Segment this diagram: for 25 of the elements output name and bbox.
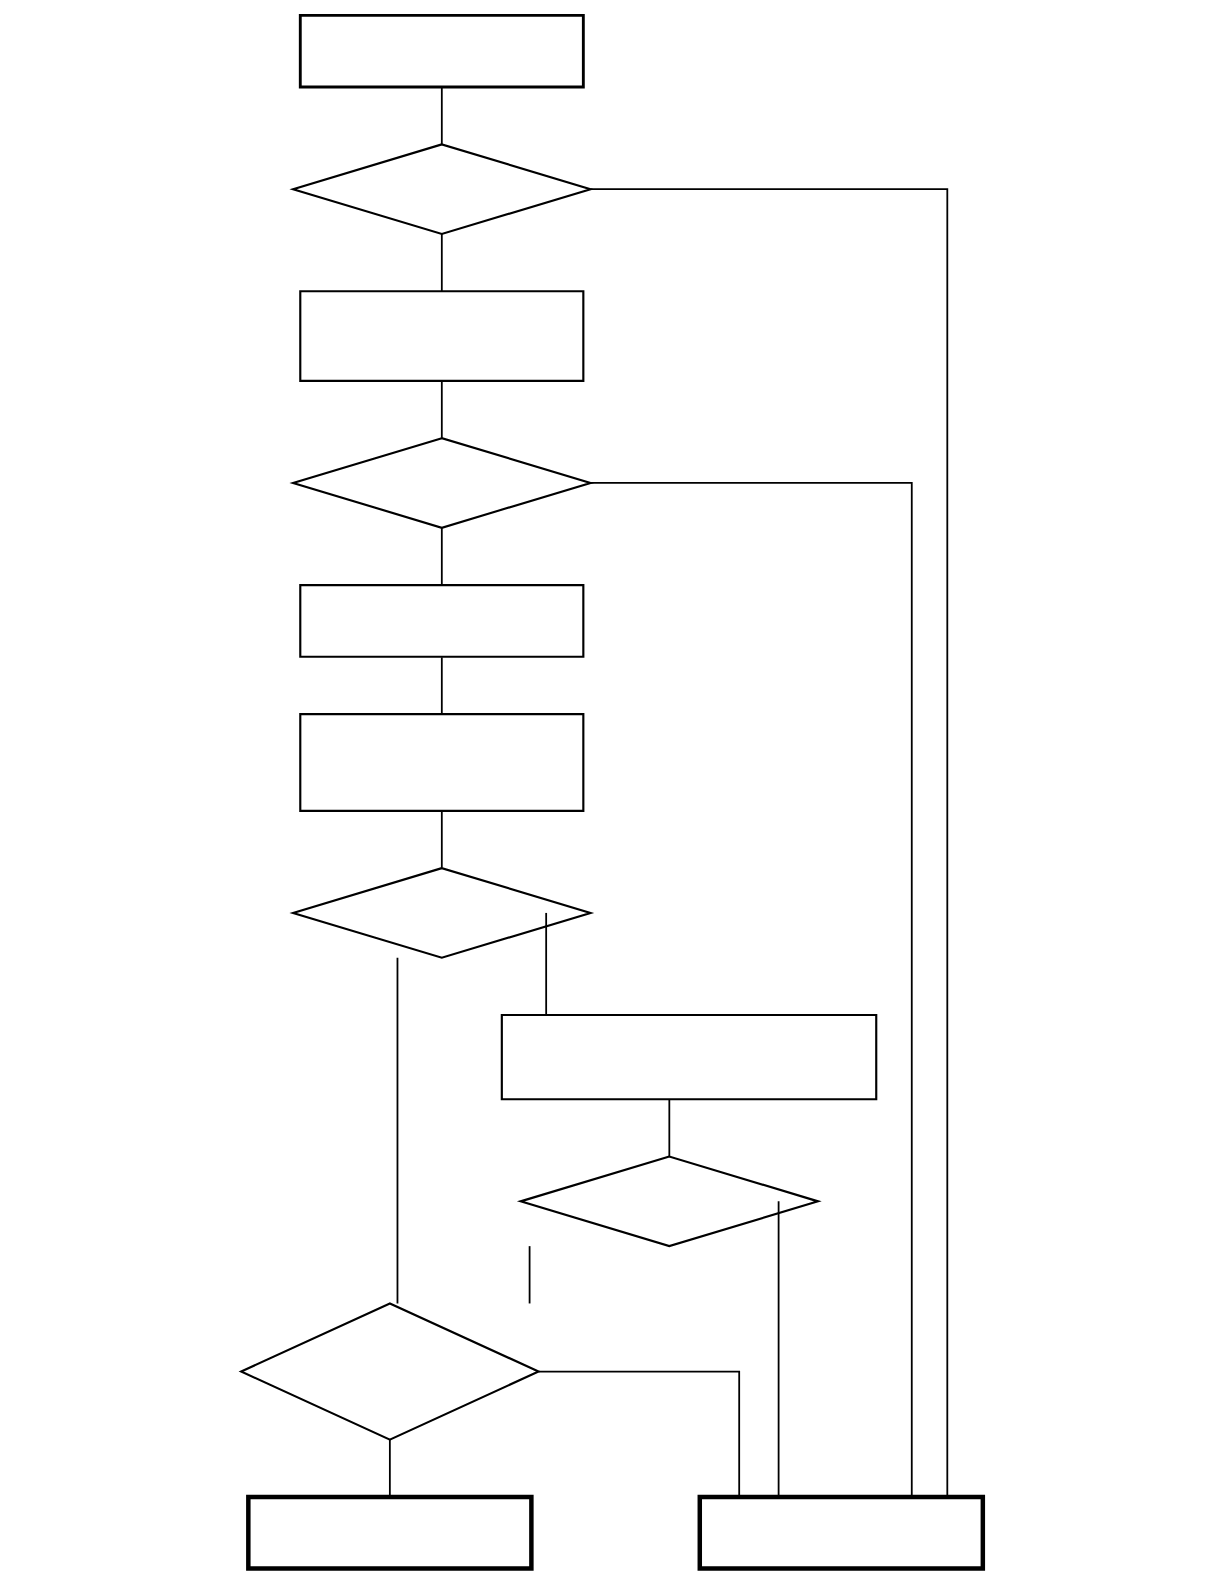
- node-box: [697, 1494, 986, 1571]
- connector: [589, 482, 913, 1498]
- connector: [537, 1370, 741, 1498]
- connector: [589, 188, 949, 1498]
- connector: [440, 380, 443, 439]
- node-box: [500, 1013, 878, 1101]
- node-box: [299, 290, 585, 382]
- connector: [440, 233, 443, 292]
- connector: [440, 86, 443, 146]
- node-diamond: [516, 1155, 822, 1248]
- connector: [440, 810, 443, 869]
- connector: [545, 912, 548, 1016]
- node-diamond: [289, 867, 595, 959]
- connector: [777, 1200, 780, 1498]
- connector: [528, 1245, 531, 1305]
- node-box: [299, 584, 585, 658]
- connector: [668, 1098, 671, 1158]
- connector: [388, 1439, 391, 1498]
- node-diamond: [238, 1302, 542, 1441]
- connector: [440, 656, 443, 715]
- node-box: [299, 713, 585, 812]
- connector: [440, 527, 443, 586]
- node-box: [298, 13, 585, 89]
- connector: [396, 956, 399, 1305]
- node-box: [246, 1494, 534, 1571]
